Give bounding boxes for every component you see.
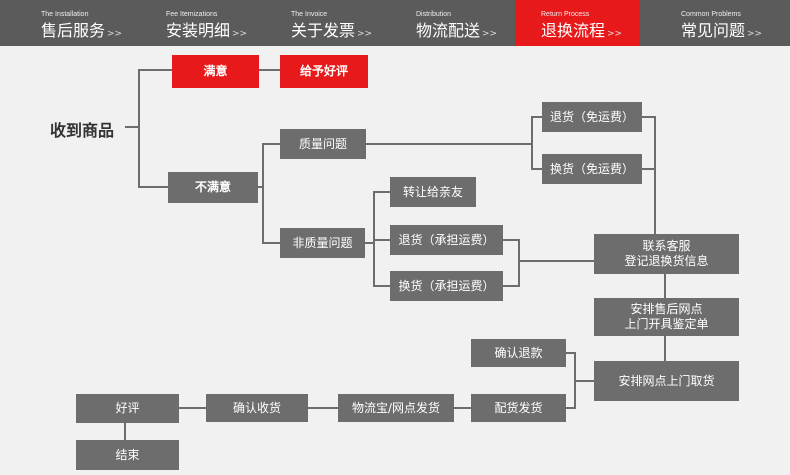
arrange-outlet-node: 安排售后网点 上门开具鉴定单 (594, 298, 739, 336)
tab-label: 售后服务>> (41, 21, 125, 44)
connector-line (365, 242, 374, 244)
connector-line (373, 239, 390, 241)
contact-customer-service-node: 联系客服 登记退换货信息 (594, 234, 739, 274)
tab-distribution[interactable]: Distribution 物流配送>> (375, 0, 500, 46)
return-free-shipping-node: 退货（免运费） (542, 102, 642, 132)
arrange-outlet-line-2: 上门开具鉴定单 (624, 317, 709, 331)
tab-installation-details[interactable]: Fee Itemizations 安装明细>> (125, 0, 250, 46)
connector-line (258, 186, 263, 188)
tab-english-label: Common Problems (681, 11, 741, 18)
quality-issue-node: 质量问题 (280, 129, 366, 159)
connector-line (366, 143, 532, 145)
connector-line (259, 69, 280, 71)
tab-label: 安装明细>> (166, 21, 250, 44)
double-chevron-icon: >> (482, 29, 498, 39)
connector-line (503, 285, 519, 287)
connector-line (373, 191, 390, 193)
connector-line (642, 168, 655, 170)
good-review-node: 好评 (76, 394, 179, 423)
connector-line (654, 116, 656, 234)
connector-line (664, 274, 666, 298)
connector-line (373, 191, 375, 286)
tab-title: 关于发票 (291, 21, 356, 40)
arrange-outlet-line-1: 安排售后网点 (630, 302, 703, 316)
exchange-free-shipping-node: 换货（免运费） (542, 154, 642, 184)
tab-after-sales-service[interactable]: The Installation 售后服务>> (0, 0, 125, 46)
connector-line (642, 116, 655, 118)
tab-english-label: Fee Itemizations (166, 11, 218, 18)
satisfied-node: 满意 (172, 55, 259, 88)
tab-title: 常见问题 (681, 21, 746, 40)
end-node: 结束 (76, 440, 179, 470)
arrange-pickup-node: 安排网点上门取货 (594, 361, 739, 401)
exchange-paid-shipping-node: 换货（承担运费） (390, 271, 503, 301)
tab-title: 售后服务 (41, 21, 106, 40)
received-goods-label: 收到商品 (50, 121, 115, 140)
connector-line (574, 380, 594, 382)
confirm-refund-node: 确认退款 (471, 339, 566, 367)
logistics-shipping-node: 物流宝/网点发货 (338, 394, 454, 422)
tab-english-label: The Installation (41, 11, 89, 18)
connector-line (373, 285, 390, 287)
connector-line (531, 116, 542, 118)
connector-line (531, 116, 533, 170)
connector-line (138, 186, 168, 188)
tab-title: 安装明细 (166, 21, 231, 40)
tab-english-label: The Invoice (291, 11, 328, 18)
connector-line (262, 242, 280, 244)
connector-line (664, 336, 666, 361)
contact-service-line-1: 联系客服 (642, 239, 691, 253)
connector-line (503, 239, 519, 241)
tab-english-label: Return Process (541, 11, 590, 18)
tab-english-label: Distribution (416, 11, 452, 18)
tab-label: 物流配送>> (416, 21, 500, 44)
connector-line (518, 260, 594, 262)
double-chevron-icon: >> (607, 29, 623, 39)
tab-common-problems[interactable]: Common Problems 常见问题>> (640, 0, 765, 46)
connector-line (138, 69, 173, 71)
connector-line (308, 407, 338, 409)
connector-line (179, 407, 206, 409)
connector-line (138, 69, 140, 187)
tab-label: 关于发票>> (291, 21, 375, 44)
tab-title: 物流配送 (416, 21, 481, 40)
tab-return-process[interactable]: Return Process 退换流程>> (515, 0, 640, 46)
tab-title: 退换流程 (541, 21, 606, 40)
tab-label: 退换流程>> (541, 21, 640, 44)
confirm-receipt-node: 确认收货 (206, 394, 308, 422)
double-chevron-icon: >> (232, 29, 248, 39)
connector-line (566, 407, 575, 409)
connector-line (124, 423, 126, 440)
tab-label: 常见问题>> (681, 21, 765, 44)
delivery-node: 配货发货 (471, 394, 566, 422)
connector-line (531, 168, 542, 170)
contact-service-line-2: 登记退换货信息 (624, 254, 709, 268)
connector-line (262, 143, 264, 243)
connector-line (566, 352, 575, 354)
non-quality-issue-node: 非质量问题 (280, 228, 365, 258)
connector-line (262, 143, 280, 145)
connector-line (518, 239, 520, 287)
return-paid-shipping-node: 退货（承担运费） (390, 225, 503, 255)
return-flow-diagram: 收到商品 满意 给予好评 不满意 质量问题 非质量问题 退货（免运费） 换货（免… (0, 46, 790, 475)
double-chevron-icon: >> (107, 29, 123, 39)
double-chevron-icon: >> (357, 29, 373, 39)
connector-line (125, 126, 139, 128)
give-review-node: 给予好评 (280, 55, 368, 88)
top-nav: The Installation 售后服务>> Fee Itemizations… (0, 0, 790, 46)
unsatisfied-node: 不满意 (168, 172, 258, 203)
double-chevron-icon: >> (747, 29, 763, 39)
connector-line (454, 407, 471, 409)
transfer-to-friend-node: 转让给亲友 (390, 177, 476, 207)
tab-invoice[interactable]: The Invoice 关于发票>> (250, 0, 375, 46)
